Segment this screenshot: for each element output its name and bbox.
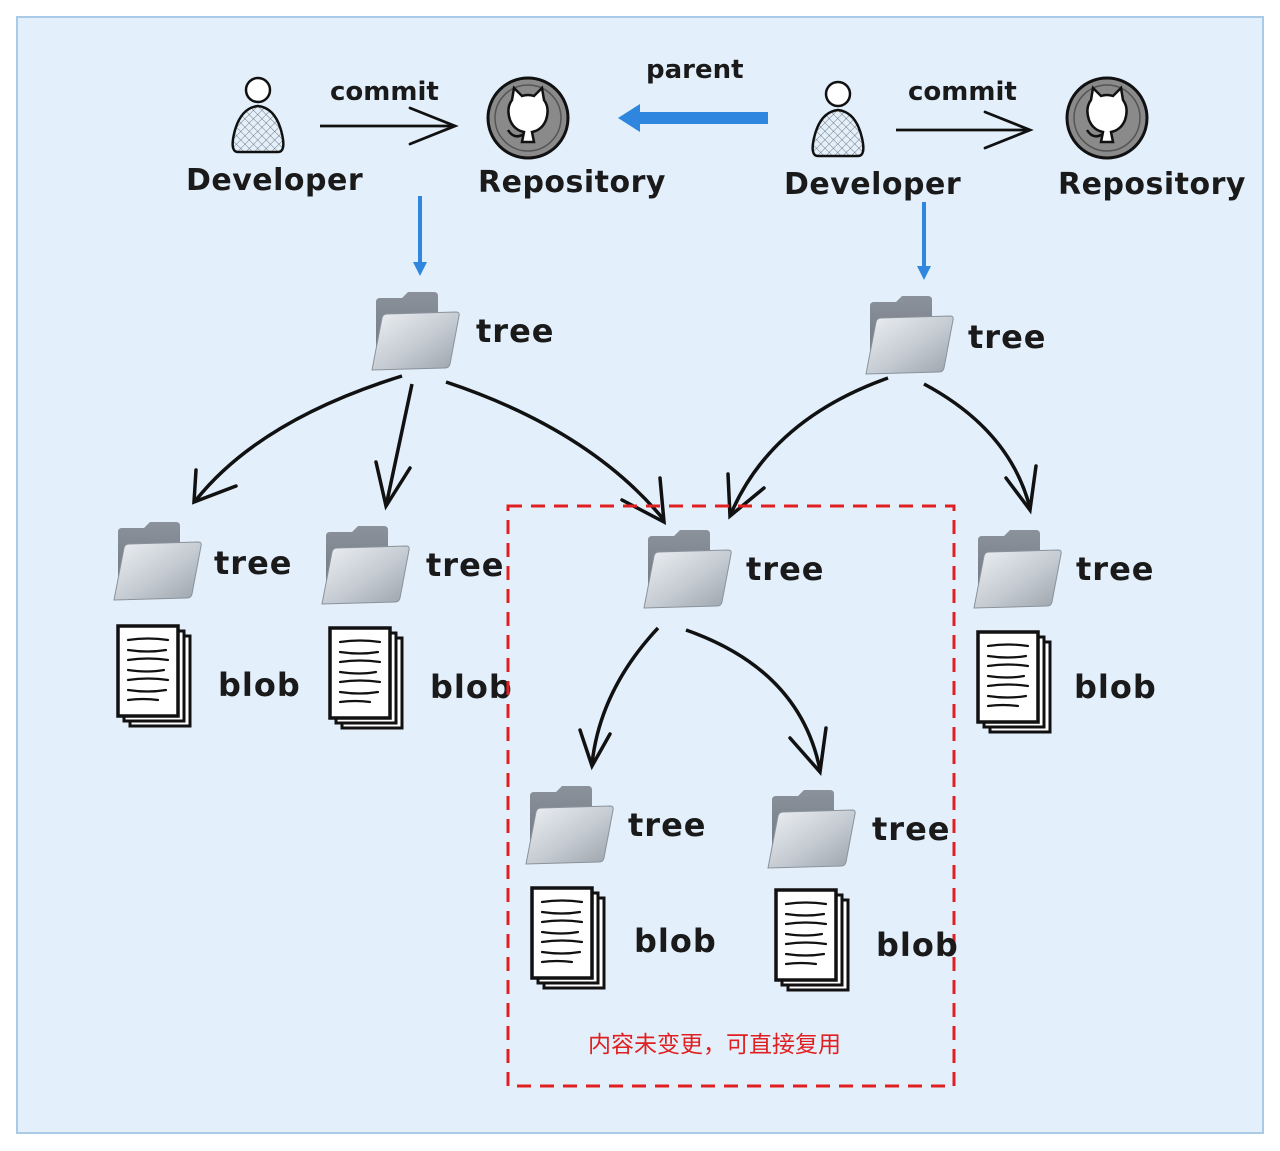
repository-left-label: Repository <box>478 165 666 200</box>
right-commit-to-tree-arrowhead <box>917 266 931 280</box>
shared-child-tree-2-label: tree <box>872 810 950 848</box>
right-root-tree-label: tree <box>968 318 1046 356</box>
shared-child-tree-1-folder-icon <box>525 785 614 865</box>
repository-left-icon <box>486 76 570 160</box>
parent-arrow-shaft <box>638 112 768 124</box>
commit-right-arrowhead <box>983 110 1034 150</box>
edge-shared-to-child2-arrowhead <box>788 726 828 777</box>
left-sub-tree-2-label: tree <box>426 546 504 584</box>
developer-left-label: Developer <box>186 163 363 198</box>
edge-left-root-to-tree2 <box>384 383 414 507</box>
right-root-tree-folder-icon <box>865 295 954 375</box>
shared-child-tree-2-folder-icon <box>767 789 856 869</box>
left-root-tree-label: tree <box>476 312 554 350</box>
right-sub-tree-label: tree <box>1076 550 1154 588</box>
edge-right-root-to-tree-arrowhead <box>1004 464 1038 515</box>
left-sub-tree-2-blob-label: blob <box>430 668 513 706</box>
edge-left-root-to-shared-tree <box>445 380 666 522</box>
developer-left-icon <box>231 76 285 154</box>
left-sub-tree-2-folder-icon <box>321 525 410 605</box>
parent-label: parent <box>646 55 744 85</box>
edge-left-root-to-tree1-arrowhead <box>192 468 238 505</box>
repository-right-label: Repository <box>1058 167 1246 202</box>
shared-child-tree-1-blob-icon <box>530 886 606 990</box>
shared-subtree-dashed-box <box>506 504 956 1088</box>
shared-child-tree-2-blob-label: blob <box>876 926 959 964</box>
edge-shared-to-child2 <box>685 628 822 771</box>
right-sub-tree-folder-icon <box>973 529 1062 609</box>
developer-right-label: Developer <box>784 167 961 202</box>
left-commit-to-tree-arrowhead <box>413 262 427 276</box>
left-root-tree-folder-icon <box>371 291 460 371</box>
shared-child-tree-2-blob-icon <box>774 888 850 992</box>
right-sub-tree-blob-icon <box>976 630 1052 734</box>
shared-child-tree-1-label: tree <box>628 806 706 844</box>
edge-left-root-to-tree1 <box>194 374 403 502</box>
right-sub-tree-blob-label: blob <box>1074 668 1157 706</box>
left-sub-tree-2-blob-icon <box>328 626 404 730</box>
left-sub-tree-1-label: tree <box>214 544 292 582</box>
repository-right-icon <box>1065 76 1149 160</box>
shared-tree-label: tree <box>746 550 824 588</box>
commit-right-label: commit <box>908 77 1017 107</box>
edge-shared-to-child1-arrowhead <box>578 728 612 771</box>
shared-subtree-note: 内容未变更，可直接复用 <box>588 1032 841 1058</box>
commit-left-arrowhead <box>408 106 459 146</box>
edge-shared-to-child1 <box>590 626 660 765</box>
shared-tree-folder-icon <box>643 529 732 609</box>
edge-left-root-to-tree2-arrowhead <box>374 460 412 511</box>
commit-left-label: commit <box>330 77 439 107</box>
edge-right-root-to-shared-tree <box>728 376 889 517</box>
left-sub-tree-1-blob-label: blob <box>218 666 301 704</box>
edge-right-root-to-shared-tree-arrowhead <box>726 472 766 520</box>
left-sub-tree-1-blob-icon <box>116 624 192 728</box>
left-sub-tree-1-folder-icon <box>113 521 202 601</box>
edge-right-root-to-tree <box>923 382 1032 509</box>
shared-child-tree-1-blob-label: blob <box>634 922 717 960</box>
developer-right-icon <box>811 80 865 158</box>
parent-arrowhead <box>618 104 640 132</box>
